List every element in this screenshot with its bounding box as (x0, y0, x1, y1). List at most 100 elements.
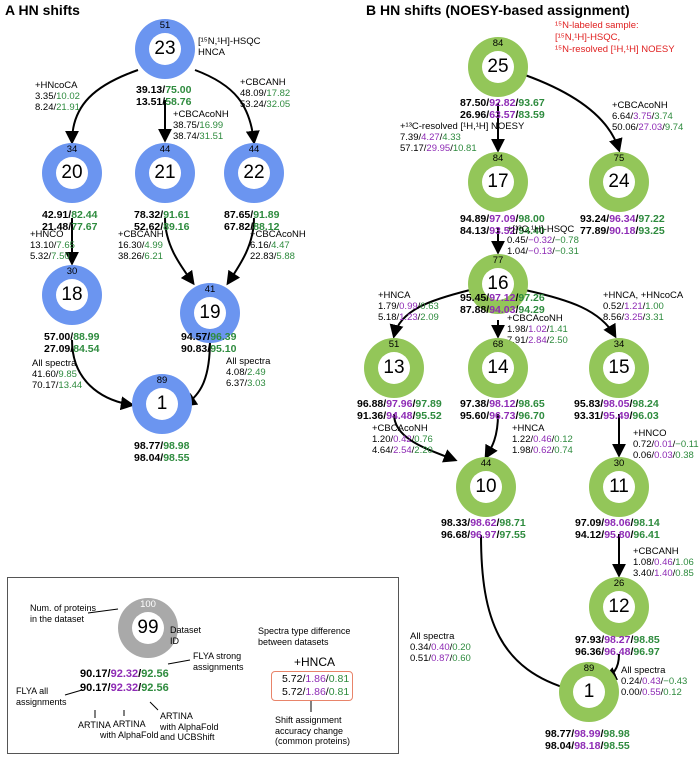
node-count: 30 (66, 266, 78, 277)
arrow-18-1 (71, 339, 135, 411)
node-id: 17 (487, 171, 509, 192)
node-count: 84 (492, 153, 504, 164)
node-25: 84 25 (468, 37, 528, 97)
node-12: 26 12 (589, 577, 649, 637)
arrow-16-15 (524, 289, 617, 339)
node-id: 21 (154, 162, 176, 183)
legend-pointer-artina-af-ucb (149, 701, 159, 711)
node-count: 68 (492, 339, 504, 350)
node-id: 13 (383, 357, 405, 378)
node-id: 22 (243, 162, 265, 183)
node-id: 15 (608, 357, 630, 378)
b-note-line2: [¹⁵N,¹H]-HSQC, (555, 32, 621, 43)
node-23: 51 23 (135, 19, 195, 79)
node-count: 44 (248, 144, 260, 155)
legend-pointer-strong (167, 659, 191, 665)
arrow-13-10 (393, 413, 458, 463)
node-24: 75 24 (589, 152, 649, 212)
a-note-line1: [¹⁵N,¹H]-HSQC (198, 36, 261, 47)
node-id: 16 (487, 273, 509, 294)
legend-artina: ARTINA (78, 720, 111, 730)
node-id: 10 (475, 476, 497, 497)
node-count: 44 (480, 458, 492, 469)
node-18: 30 18 (42, 265, 102, 325)
node-count: 84 (492, 38, 504, 49)
node-count: 75 (613, 153, 625, 164)
node-16: 77 16 (468, 254, 528, 314)
node-b-1: 89 1 (559, 662, 619, 722)
a-note-line2: HNCA (198, 47, 225, 58)
node-id: 1 (583, 681, 595, 702)
b-note-line3: ¹⁵N-resolved [¹H,¹H] NOESY (555, 44, 675, 55)
legend-diff-box (271, 671, 353, 701)
node-count: 51 (159, 20, 171, 31)
legend-box (7, 577, 399, 754)
node-id: 11 (609, 476, 629, 497)
node-22: 44 22 (224, 143, 284, 203)
node-19: 41 19 (180, 283, 240, 343)
node-count: 41 (204, 284, 216, 295)
node-id: 25 (487, 56, 509, 77)
node-20: 34 20 (42, 143, 102, 203)
node-count: 89 (156, 375, 168, 386)
legend-pointer-num (87, 608, 119, 614)
node-11: 30 11 (589, 457, 649, 517)
node-13: 51 13 (364, 338, 424, 398)
node-10: 44 10 (456, 457, 516, 517)
node-count: 100 (140, 599, 156, 610)
node-count: 34 (66, 144, 78, 155)
node-count: 51 (388, 339, 400, 350)
arrow-23-20 (65, 69, 139, 145)
node-id: 99 (137, 617, 159, 638)
panel-b-title: B HN shifts (NOESY-based assignment) (366, 2, 630, 18)
node-14: 68 14 (468, 338, 528, 398)
arrow-25-24 (524, 74, 623, 153)
b-note-line1: ¹⁵N-labeled sample: (555, 20, 639, 31)
node-count: 34 (613, 339, 625, 350)
legend-node: 100 99 (118, 598, 178, 658)
node-count: 30 (613, 458, 625, 469)
node-id: 1 (156, 393, 168, 414)
panel-a-title: A HN shifts (5, 2, 80, 18)
arrow-23-22 (194, 69, 260, 145)
arrow-16-13 (389, 289, 471, 339)
node-count: 89 (583, 663, 595, 674)
node-id: 18 (61, 284, 83, 305)
